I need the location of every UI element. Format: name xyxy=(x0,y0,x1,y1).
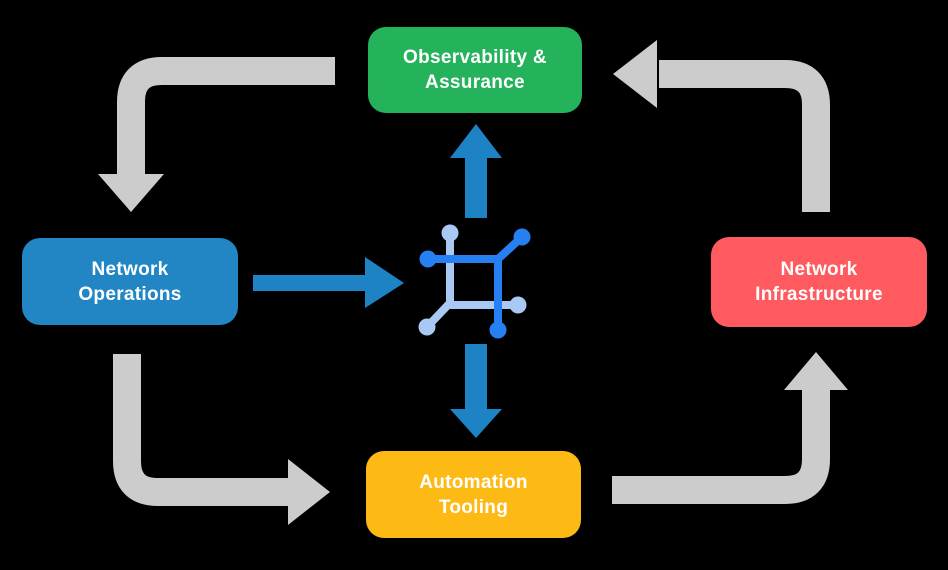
arrow-observability-to-operations xyxy=(98,57,335,212)
arrow-operations-to-center xyxy=(253,257,404,308)
arrow-operations-to-automation xyxy=(113,354,330,525)
arrow-center-to-observability xyxy=(450,124,502,218)
arrow-center-to-automation xyxy=(450,344,502,438)
node-automation-tooling: Automation Tooling xyxy=(366,451,581,538)
arrow-automation-to-infrastructure xyxy=(612,352,848,504)
arrow-head-down xyxy=(98,174,164,212)
arrow-head-down xyxy=(450,409,502,438)
icon-light-lines xyxy=(423,229,522,331)
arrow-head-up xyxy=(784,352,848,390)
icon-light-nodes xyxy=(418,224,527,336)
arrow-shaft xyxy=(612,388,830,504)
arrow-infrastructure-to-observability xyxy=(613,40,830,212)
icon-dark-nodes xyxy=(419,228,531,339)
network-automation-platform-icon xyxy=(418,224,531,339)
arrow-shaft xyxy=(253,275,365,291)
node-network-operations: Network Operations xyxy=(22,238,238,325)
node-label: Observability & Assurance xyxy=(403,47,547,93)
node-label: Automation Tooling xyxy=(419,471,528,518)
node-observability-assurance: Observability & Assurance xyxy=(368,27,582,113)
arrow-shaft xyxy=(117,57,335,176)
arrow-shaft xyxy=(465,344,487,410)
arrow-head-up xyxy=(450,124,502,158)
node-label: Network Operations xyxy=(78,258,182,305)
arrow-shaft xyxy=(465,156,487,218)
node-network-infrastructure: Network Infrastructure xyxy=(711,237,927,327)
node-label: Network Infrastructure xyxy=(755,259,883,305)
arrow-head-left xyxy=(613,40,657,108)
arrow-shaft xyxy=(113,354,290,506)
arrow-shaft xyxy=(659,60,830,212)
arrow-head-right xyxy=(288,459,330,525)
arrow-head-right xyxy=(365,257,404,308)
